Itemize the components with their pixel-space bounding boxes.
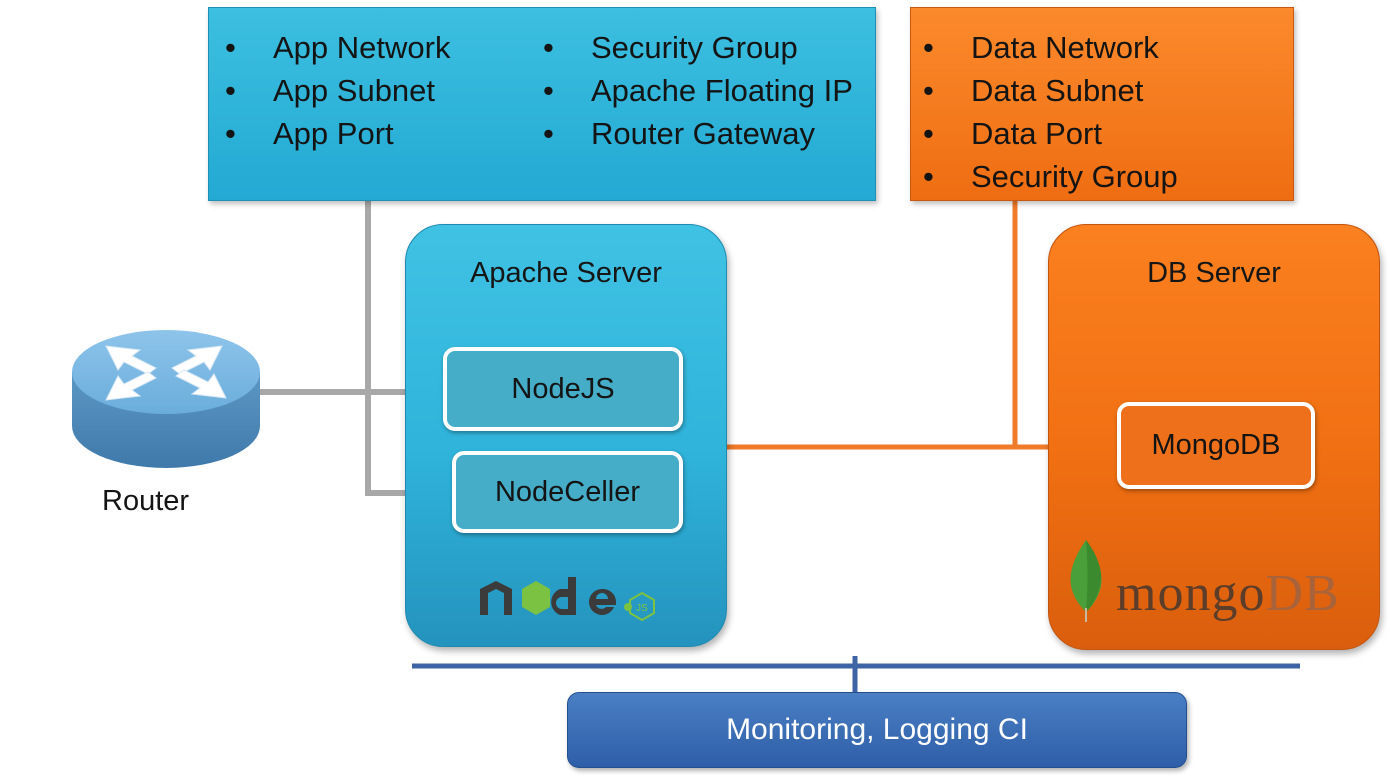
mongodb-leaf-icon	[1070, 540, 1102, 622]
list-item: Security Group	[911, 155, 1178, 198]
list-item: Security Group	[531, 26, 853, 69]
apache-server: Apache Server NodeJS NodeCeller JS	[405, 224, 727, 647]
list-item: App Subnet	[213, 69, 450, 112]
mongodb-wordmark-mongo: mongo	[1116, 565, 1266, 622]
data-network-box: Data Network Data Subnet Data Port Secur…	[910, 7, 1294, 201]
apache-server-title: Apache Server	[470, 257, 662, 289]
mongodb-component: MongoDB	[1117, 402, 1315, 489]
mongodb-wordmark-db: DB	[1265, 565, 1340, 622]
monitoring-logging-box: Monitoring, Logging CI	[567, 692, 1187, 768]
list-item: Router Gateway	[531, 112, 853, 155]
app-network-list-right: Security Group Apache Floating IP Router…	[531, 26, 853, 155]
nodeceller-component: NodeCeller	[452, 451, 683, 533]
list-item: App Port	[213, 112, 450, 155]
app-network-box: App Network App Subnet App Port Security…	[208, 7, 876, 201]
nodejs-logo: JS	[480, 577, 655, 621]
list-item: App Network	[213, 26, 450, 69]
list-item: Data Subnet	[911, 69, 1178, 112]
app-network-list-left: App Network App Subnet App Port	[213, 26, 450, 155]
router-icon	[72, 330, 260, 468]
data-network-list: Data Network Data Subnet Data Port Secur…	[911, 26, 1178, 198]
nodejs-component: NodeJS	[443, 347, 683, 431]
db-server-title: DB Server	[1147, 257, 1281, 289]
svg-text:JS: JS	[636, 603, 648, 614]
db-server: DB Server MongoDB	[1048, 224, 1380, 650]
list-item: Data Network	[911, 26, 1178, 69]
list-item: Data Port	[911, 112, 1178, 155]
mongodb-wordmark: mongoDB	[1116, 564, 1340, 623]
list-item: Apache Floating IP	[531, 69, 853, 112]
router-label: Router	[102, 485, 190, 517]
